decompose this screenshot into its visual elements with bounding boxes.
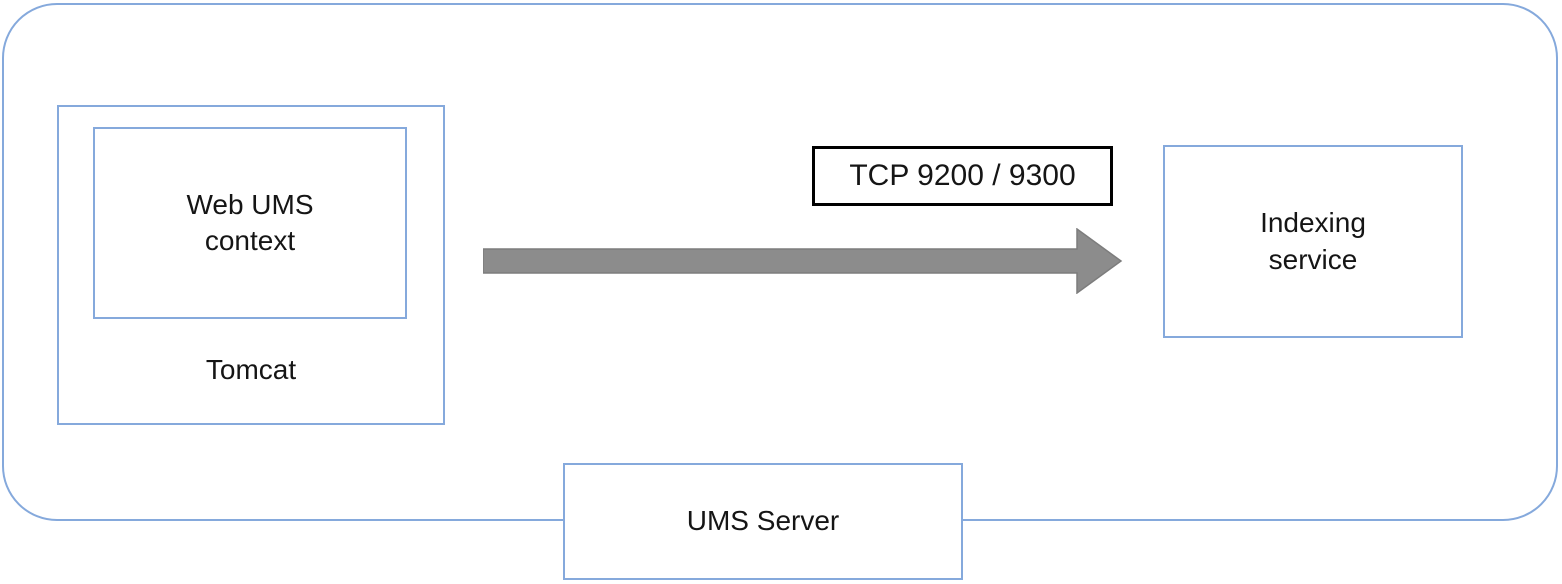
web-ums-context-label: Web UMS context [186, 188, 314, 256]
ums-server-box: UMS Server [563, 463, 963, 580]
tomcat-box: Web UMS context Tomcat [57, 105, 445, 425]
tcp-ports-label-box: TCP 9200 / 9300 [812, 146, 1113, 206]
tcp-ports-label: TCP 9200 / 9300 [849, 159, 1076, 192]
arrow-right-icon [483, 228, 1123, 294]
ums-server-label: UMS Server [686, 505, 840, 537]
web-ums-context-box: Web UMS context [93, 127, 407, 319]
tomcat-label: Tomcat [205, 353, 297, 385]
indexing-service-label: Indexing service [1260, 207, 1366, 275]
indexing-service-box: Indexing service [1163, 145, 1463, 338]
